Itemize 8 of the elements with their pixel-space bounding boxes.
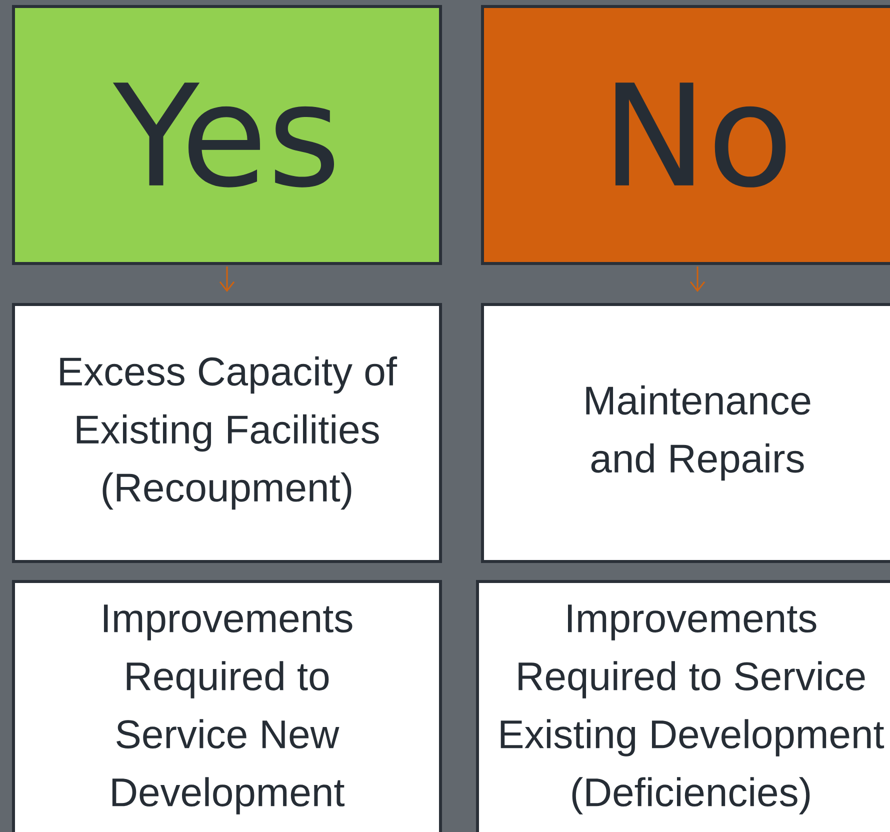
category-box: Maintenance and Repairs	[481, 303, 890, 563]
answer-box: No	[481, 5, 890, 265]
arrow	[690, 266, 706, 292]
answer-box: Yes	[12, 5, 442, 265]
arrow	[219, 266, 235, 292]
category-box: Excess Capacity of Existing Facilities (Recoupment)	[12, 303, 442, 563]
category-box: Improvements Required to Service New Development	[12, 580, 442, 832]
category-box: Improvements Required to Service Existing Development (Deficiencies)	[476, 580, 890, 832]
